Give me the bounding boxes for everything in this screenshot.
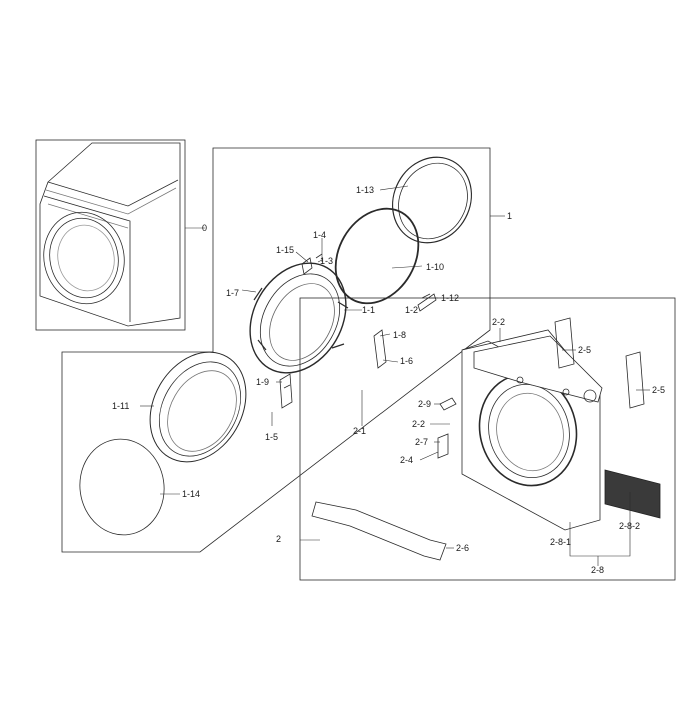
label-1-1: 1-1 bbox=[362, 305, 375, 315]
label-2-6: 2-6 bbox=[456, 543, 469, 553]
label-1-9: 1-9 bbox=[256, 377, 269, 387]
label-2: 2 bbox=[276, 534, 281, 544]
label-2-8: 2-8 bbox=[591, 565, 604, 575]
control-panel-icon bbox=[473, 335, 603, 403]
label-1-10: 1-10 bbox=[426, 262, 444, 272]
label-0: 0 bbox=[202, 223, 207, 233]
hinge-part-1-9 bbox=[279, 373, 293, 409]
dryer-box-border bbox=[35, 139, 186, 331]
door-inner-glass-ring bbox=[391, 156, 473, 244]
label-2-5-right: 2-5 bbox=[652, 385, 665, 395]
label-1-11: 1-11 bbox=[112, 401, 129, 411]
filter-screen-icon bbox=[604, 469, 661, 519]
label-2-5-top: 2-5 bbox=[578, 345, 591, 355]
side-bracket-top bbox=[554, 317, 575, 369]
label-2-8-1: 2-8-1 bbox=[550, 537, 571, 547]
label-1-13: 1-13 bbox=[356, 185, 374, 195]
label-2-4: 2-4 bbox=[400, 455, 413, 465]
label-1-12: 1-12 bbox=[441, 293, 459, 303]
label-1-14: 1-14 bbox=[182, 489, 200, 499]
label-2-1: 2-1 bbox=[353, 426, 366, 436]
door-group-border bbox=[61, 147, 491, 553]
dryer-cabinet-icon bbox=[39, 142, 181, 327]
part-2-9 bbox=[439, 397, 457, 411]
label-1-15: 1-15 bbox=[276, 245, 294, 255]
label-2-7: 2-7 bbox=[415, 437, 428, 447]
latch-part-1-15 bbox=[301, 253, 323, 275]
label-2-9: 2-9 bbox=[418, 399, 431, 409]
label-2-8-2: 2-8-2 bbox=[619, 521, 640, 531]
hinge-bracket-1-8 bbox=[373, 329, 387, 369]
door-gasket-ring bbox=[334, 207, 420, 305]
label-1-5: 1-5 bbox=[265, 432, 278, 442]
label-1-2: 1-2 bbox=[405, 305, 418, 315]
label-2-2-top: 2-2 bbox=[492, 317, 505, 327]
label-1: 1 bbox=[507, 211, 512, 221]
part-2-7 bbox=[437, 433, 449, 459]
door-frame-icon bbox=[249, 262, 349, 374]
label-1-8: 1-8 bbox=[393, 330, 406, 340]
kickplate-icon bbox=[311, 501, 447, 561]
door-outer-ring-icon bbox=[149, 351, 247, 463]
part-1-12 bbox=[417, 293, 437, 312]
label-1-6: 1-6 bbox=[400, 356, 413, 366]
side-bracket-right bbox=[625, 351, 645, 409]
door-glass-icon bbox=[79, 438, 165, 536]
label-2-2-side: 2-2 bbox=[412, 419, 425, 429]
label-1-7: 1-7 bbox=[226, 288, 239, 298]
label-1-3: 1-3 bbox=[320, 256, 333, 266]
label-1-4: 1-4 bbox=[313, 230, 326, 240]
front-panel-group-border bbox=[299, 297, 676, 581]
